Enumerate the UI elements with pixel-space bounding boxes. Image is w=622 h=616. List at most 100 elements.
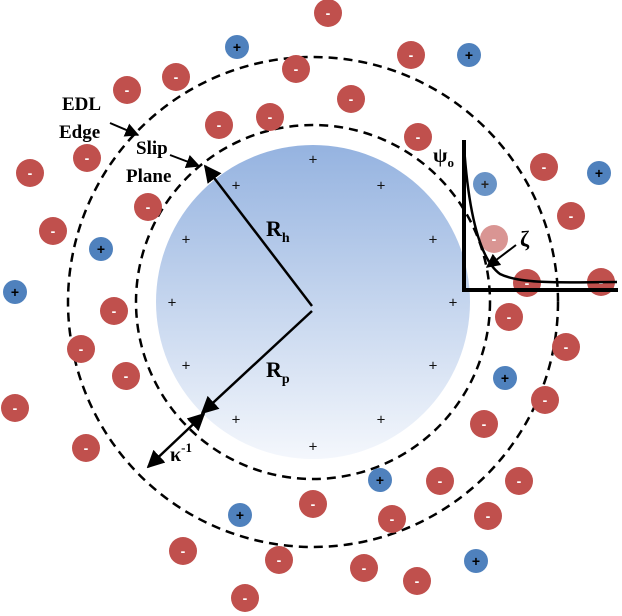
negative-ion: - (403, 567, 431, 595)
positive-ion: + (473, 172, 497, 196)
negative-ion: - (531, 386, 559, 414)
negative-sign: - (84, 440, 89, 456)
negative-ion: - (134, 193, 162, 221)
positive-sign: + (11, 284, 19, 300)
negative-sign: - (125, 82, 130, 98)
negative-sign: - (85, 150, 90, 166)
negative-ion-circle (404, 123, 432, 151)
negative-sign: - (217, 117, 222, 133)
negative-ion: - (474, 502, 502, 530)
negative-ion: - (314, 0, 342, 27)
positive-sign: + (472, 553, 480, 569)
negative-ion: - (350, 554, 378, 582)
negative-ion-circle (495, 303, 523, 331)
negative-ion: - (162, 63, 190, 91)
negative-sign: - (112, 303, 117, 319)
negative-ion: - (378, 505, 406, 533)
potential-decay-curve (462, 145, 618, 284)
negative-ion-circle (378, 505, 406, 533)
negative-ion-circle (474, 502, 502, 530)
core-plus-sign: + (182, 358, 191, 375)
negative-sign: - (79, 341, 84, 357)
negative-ion: - (495, 303, 523, 331)
positive-ion-circle (457, 43, 481, 67)
negative-sign: - (268, 109, 273, 125)
negative-sign: - (181, 543, 186, 559)
negative-sign: - (492, 231, 497, 247)
negative-sign: - (542, 159, 547, 175)
core-plus-sign: + (168, 295, 177, 312)
negative-sign: - (482, 416, 487, 432)
positive-sign: + (97, 241, 105, 257)
core-plus-sign: + (429, 232, 438, 249)
negative-sign: - (362, 560, 367, 576)
negative-sign: - (569, 208, 574, 224)
core-plus-sign: + (182, 232, 191, 249)
negative-ion: - (72, 434, 100, 462)
negative-sign: - (543, 392, 548, 408)
positive-ion: + (457, 43, 481, 67)
negative-ion: - (39, 217, 67, 245)
core-plus-sign: + (309, 152, 318, 169)
positive-ion: + (493, 366, 517, 390)
negative-ion-circle (112, 362, 140, 390)
negative-ion-circle (470, 410, 498, 438)
negative-sign: - (124, 368, 129, 384)
negative-ion-circle (530, 153, 558, 181)
psi-label: ψo (433, 143, 454, 170)
positive-sign: + (595, 165, 603, 181)
core-plus-sign: + (429, 358, 438, 375)
negative-sign: - (416, 129, 421, 145)
positive-sign: + (236, 507, 244, 523)
edl-edge-pointer-arrow (109, 122, 140, 137)
negative-ion-circle (403, 567, 431, 595)
positive-ion: + (464, 549, 488, 573)
negative-ion: - (169, 537, 197, 565)
negative-ion-circle (397, 41, 425, 69)
rh-label: Rh (266, 216, 290, 246)
negative-sign: - (564, 339, 569, 355)
negative-sign: - (409, 47, 414, 63)
negative-ion-circle (265, 546, 293, 574)
negative-sign: - (146, 199, 151, 215)
rp-label: Rp (266, 357, 290, 387)
negative-sign: - (415, 573, 420, 589)
negative-ion-circle (1, 394, 29, 422)
negative-sign: - (507, 309, 512, 325)
positive-sign: + (481, 176, 489, 192)
negative-ion: - (16, 159, 44, 187)
negative-ion: - (73, 144, 101, 172)
positive-ion-circle (89, 237, 113, 261)
negative-ion-circle (552, 333, 580, 361)
negative-sign: - (438, 473, 443, 489)
negative-sign: - (28, 165, 33, 181)
negative-sign: - (486, 508, 491, 524)
debye-length-arrow (146, 412, 206, 469)
negative-sign: - (311, 496, 316, 512)
slip-plane-circle (134, 123, 492, 481)
positive-ion: + (368, 468, 392, 492)
negative-ion-circle (299, 490, 327, 518)
negative-sign: - (277, 552, 282, 568)
core-plus-sign: + (449, 295, 458, 312)
positive-ion-circle (225, 35, 249, 59)
negative-ion: - (112, 362, 140, 390)
positive-sign: + (501, 370, 509, 386)
edl-label-line2: Edge (59, 122, 100, 143)
negative-ion: - (299, 490, 327, 518)
negative-ion: - (205, 111, 233, 139)
negative-ion: - (480, 225, 508, 253)
negative-ion-circle (337, 85, 365, 113)
negative-ion: - (557, 202, 585, 230)
negative-ion: - (231, 584, 259, 612)
edl-edge-circle (66, 55, 560, 549)
kappa-label: κ-1 (170, 440, 192, 466)
core-surface-charges: ++++++++++++ (168, 152, 458, 456)
positive-ion-circle (368, 468, 392, 492)
negative-sign: - (326, 5, 331, 21)
negative-ion-circle (162, 63, 190, 91)
negative-sign: - (51, 223, 56, 239)
negative-sign: - (390, 511, 395, 527)
